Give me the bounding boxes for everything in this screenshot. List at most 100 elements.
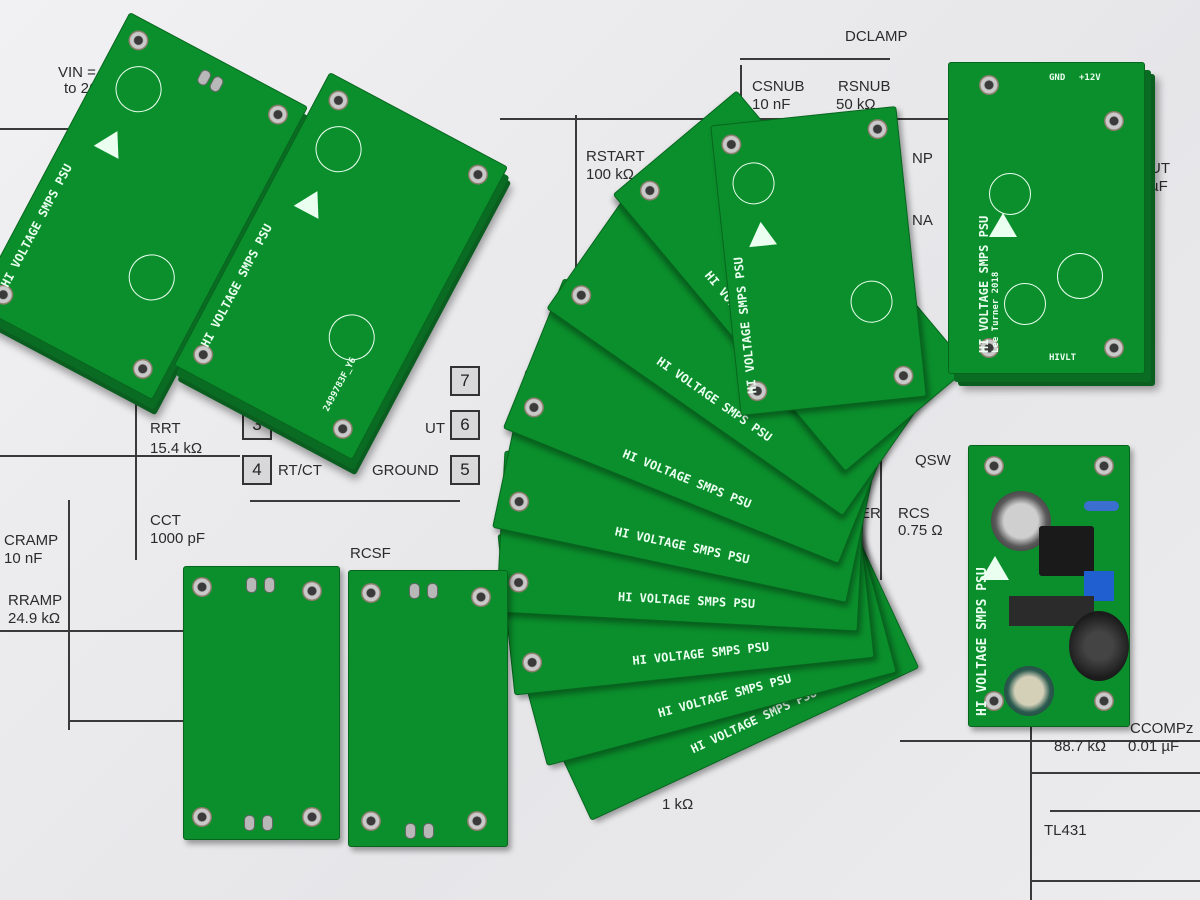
- wire: [1030, 725, 1032, 900]
- cct-label: CCT: [150, 512, 181, 529]
- connector-12v-label: +12V: [1079, 73, 1101, 83]
- pcb-back-side-2: [348, 570, 508, 847]
- wire: [68, 720, 188, 722]
- pcb-assembled: HI VOLTAGE SMPS PSU: [968, 445, 1130, 727]
- cct-value: 1000 pF: [150, 530, 206, 547]
- cramp-label: CRAMP: [4, 532, 59, 549]
- mounting-hole: [984, 456, 1004, 476]
- resistor-blue: [1084, 501, 1119, 511]
- mounting-hole: [124, 26, 152, 54]
- wire: [740, 65, 742, 110]
- pcb-author: Lee Turner 2018: [991, 271, 1001, 353]
- pcb-back-side-1: [183, 566, 340, 840]
- l1-footprint: [1057, 253, 1103, 299]
- mounting-hole: [361, 811, 381, 831]
- pcb-title: HI VOLTAGE SMPS PSU: [731, 256, 760, 395]
- mounting-hole: [264, 101, 292, 129]
- csnub-value: 10 nF: [752, 96, 791, 113]
- wire: [68, 500, 70, 730]
- warning-triangle-icon: [981, 556, 1009, 580]
- wire: [740, 58, 890, 60]
- c4-footprint: [1004, 283, 1046, 325]
- rcompz-value: 88.7 kΩ: [1054, 738, 1107, 755]
- r1k-value: 1 kΩ: [662, 796, 694, 813]
- pin5-text: GROUND: [372, 462, 439, 479]
- pcb-stack-right: HI VOLTAGE SMPS PSU Lee Turner 2018 GND …: [948, 62, 1145, 374]
- csnub-label: CSNUB: [752, 78, 805, 95]
- pcb-title: HI VOLTAGE SMPS PSU: [617, 589, 756, 611]
- warning-triangle-icon: [746, 220, 778, 248]
- ic-pin-5: 5: [450, 455, 480, 485]
- rstart-value: 100 kΩ: [586, 166, 634, 183]
- ccompz-value: 0.01 µF: [1128, 738, 1180, 755]
- rcs-value: 0.75 Ω: [898, 522, 943, 539]
- mounting-hole: [361, 583, 381, 603]
- mounting-hole: [471, 587, 491, 607]
- rsnub-label: RSNUB: [838, 78, 891, 95]
- rstart-label: RSTART: [586, 148, 645, 165]
- c1-footprint: [307, 118, 370, 181]
- c1-footprint: [989, 173, 1031, 215]
- c1-footprint: [107, 58, 170, 121]
- mounting-hole: [464, 161, 492, 189]
- mounting-hole: [192, 807, 212, 827]
- rcs-label: RCS: [898, 505, 930, 522]
- wire: [0, 455, 240, 457]
- connector-gnd-label: GND: [1049, 73, 1066, 83]
- mounting-hole: [302, 807, 322, 827]
- rcsf-label: RCSF: [350, 545, 391, 562]
- wire: [0, 630, 200, 632]
- ic-pin-4: 4: [242, 455, 272, 485]
- ic-pin-7: 7: [450, 366, 480, 396]
- mounting-hole: [1104, 111, 1124, 131]
- mounting-hole: [467, 811, 487, 831]
- pcb-title: HI VOLTAGE SMPS PSU: [975, 567, 990, 716]
- output-capacitor: [1004, 666, 1054, 716]
- ic-chip: [1039, 526, 1094, 576]
- mounting-hole: [192, 577, 212, 597]
- pcb-title: HI VOLTAGE SMPS PSU: [977, 215, 991, 353]
- na-label: NA: [912, 212, 933, 229]
- dclamp-label: DCLAMP: [845, 28, 908, 45]
- rrt-label: RRT: [150, 420, 181, 437]
- mounting-hole: [129, 355, 157, 383]
- pin4-text: RT/CT: [278, 462, 322, 479]
- mounting-hole: [302, 581, 322, 601]
- np-label: NP: [912, 150, 933, 167]
- wire: [1050, 810, 1200, 812]
- cout-label: UT: [1150, 160, 1170, 177]
- ccompz-label: CCOMPz: [1130, 720, 1194, 737]
- mounting-hole: [1094, 456, 1114, 476]
- ic-pin-6: 6: [450, 410, 480, 440]
- qsw-label: QSW: [915, 452, 951, 469]
- c1-footprint: [730, 160, 777, 207]
- mounting-hole: [866, 118, 889, 141]
- warning-triangle-icon: [293, 184, 330, 219]
- wire: [135, 400, 137, 560]
- warning-triangle-icon: [93, 124, 130, 159]
- wire: [1030, 880, 1200, 882]
- cout-value: µF: [1150, 178, 1168, 195]
- inductor: [1069, 611, 1129, 681]
- pad: [207, 74, 226, 94]
- l1-footprint: [848, 278, 895, 325]
- mounting-hole: [1094, 691, 1114, 711]
- tl431-label: TL431: [1044, 822, 1087, 839]
- pin6-text: UT: [425, 420, 445, 437]
- mounting-hole: [892, 364, 915, 387]
- mounting-hole: [329, 415, 357, 443]
- wire: [250, 500, 460, 502]
- cramp-value: 10 nF: [4, 550, 43, 567]
- rramp-value: 24.9 kΩ: [8, 610, 61, 627]
- pcb-part-code: 2499783F_Y6: [321, 356, 359, 414]
- pcb-fan-top-board: HI VOLTAGE SMPS PSU: [710, 106, 927, 416]
- wire: [0, 128, 120, 130]
- mounting-hole: [984, 691, 1004, 711]
- mounting-hole: [979, 75, 999, 95]
- l1-footprint: [120, 246, 183, 309]
- mounting-hole: [720, 133, 743, 156]
- pcb-title: HI VOLTAGE SMPS PSU: [631, 639, 770, 668]
- mounting-hole: [1104, 338, 1124, 358]
- rramp-label: RRAMP: [8, 592, 63, 609]
- mounting-hole: [979, 338, 999, 358]
